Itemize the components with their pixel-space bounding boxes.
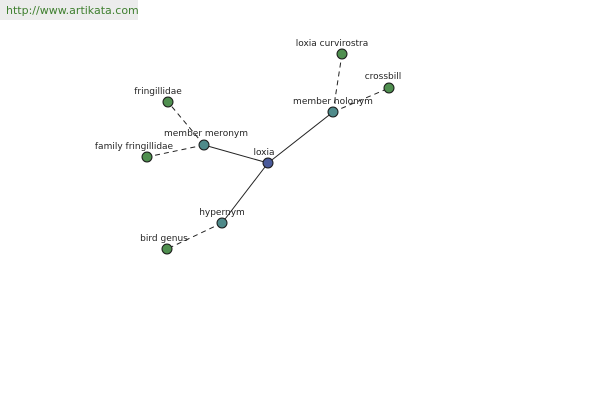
edge-loxia-member-holonym [267,111,334,164]
edge-hypernym-bird-genus [166,222,223,250]
node-fringillidae[interactable] [162,96,174,108]
site-url-link[interactable]: http://www.artikata.com [6,4,139,17]
label-member-meronym: member meronym [164,129,248,139]
node-loxia-curvirostra[interactable] [336,48,348,60]
node-member-meronym[interactable] [198,139,210,151]
edge-holonym-crossbill [332,87,390,113]
edge-loxia-member-meronym [203,144,269,164]
url-banner: http://www.artikata.com [0,0,139,20]
label-fringillidae: fringillidae [134,87,182,97]
node-hypernym[interactable] [216,217,228,229]
label-bird-genus: bird genus [140,234,188,244]
node-crossbill[interactable] [383,82,395,94]
edge-holonym-loxia-curvirostra [332,53,343,113]
label-hypernym: hypernym [199,208,245,218]
label-loxia: loxia [253,148,274,158]
edge-loxia-hypernym [221,162,269,224]
label-crossbill: crossbill [365,72,402,82]
node-bird-genus[interactable] [161,243,173,255]
node-member-holonym[interactable] [327,106,339,118]
label-family-fringillidae: family fringillidae [95,142,174,152]
node-family-fringillidae[interactable] [141,151,153,163]
label-loxia-curvirostra: loxia curvirostra [296,39,369,49]
label-member-holonym: member holonym [293,97,373,107]
edge-meronym-fringillidae [167,101,205,146]
node-loxia[interactable] [262,157,274,169]
edge-meronym-family-fringillidae [146,144,205,158]
